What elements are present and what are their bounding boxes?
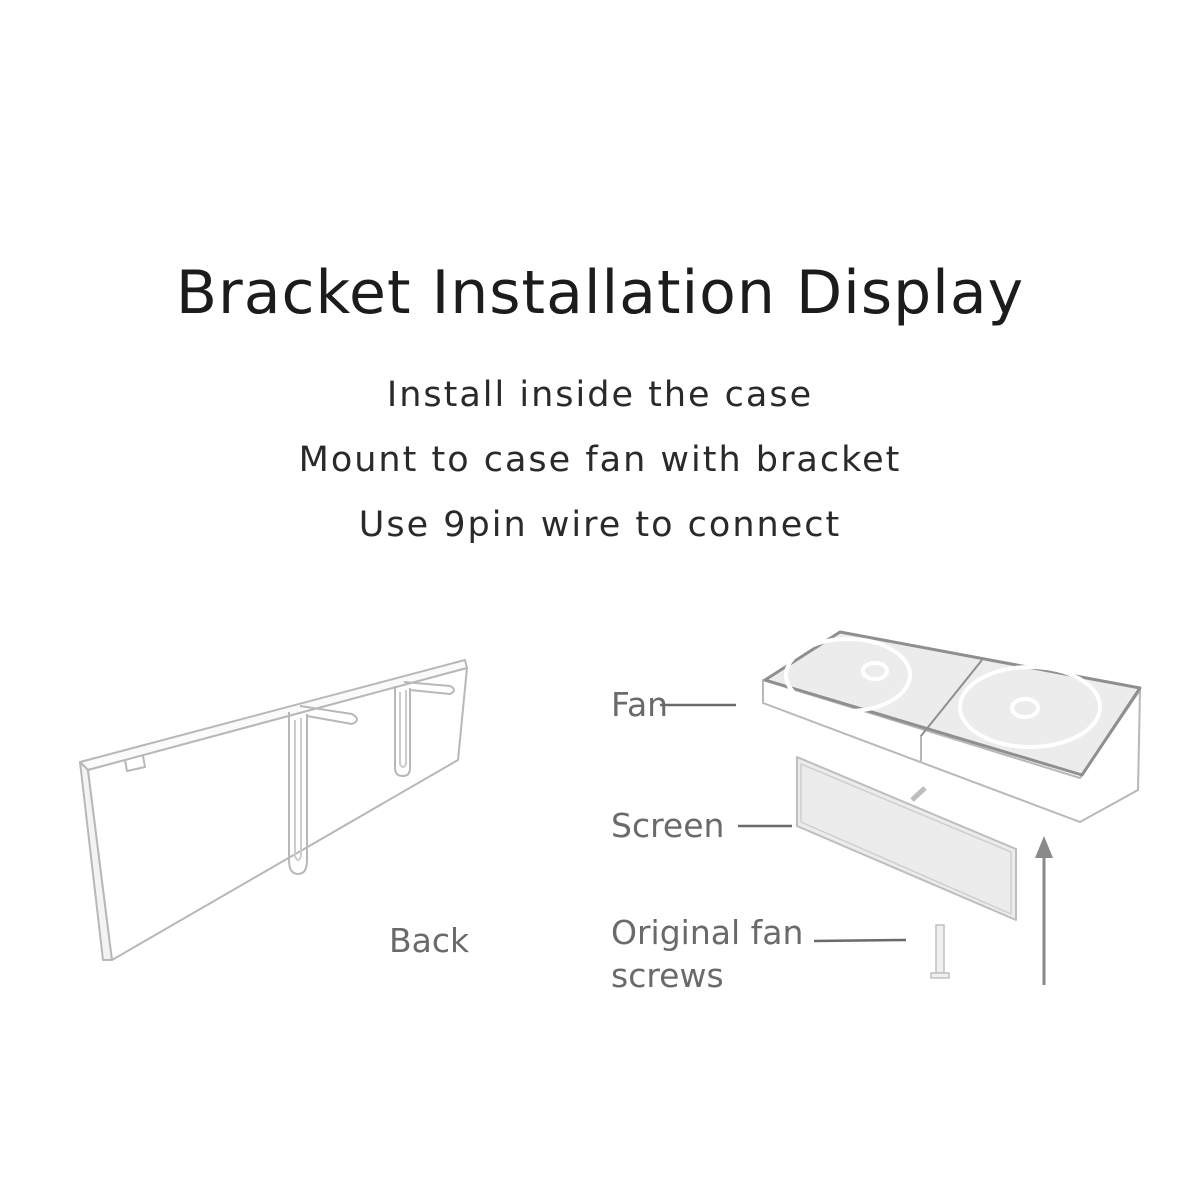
screen-label: Screen xyxy=(611,806,725,845)
subtitle-3: Use 9pin wire to connect xyxy=(358,505,842,545)
screws-label-line1: Original fan xyxy=(611,913,804,952)
back-label: Back xyxy=(389,921,470,960)
subtitle-1: Install inside the case xyxy=(386,375,814,415)
screws-label-line2: screws xyxy=(611,956,724,995)
fan-label: Fan xyxy=(611,685,669,724)
subtitle-2: Mount to case fan with bracket xyxy=(298,440,902,480)
page-title: Bracket Installation Display xyxy=(175,258,1025,328)
